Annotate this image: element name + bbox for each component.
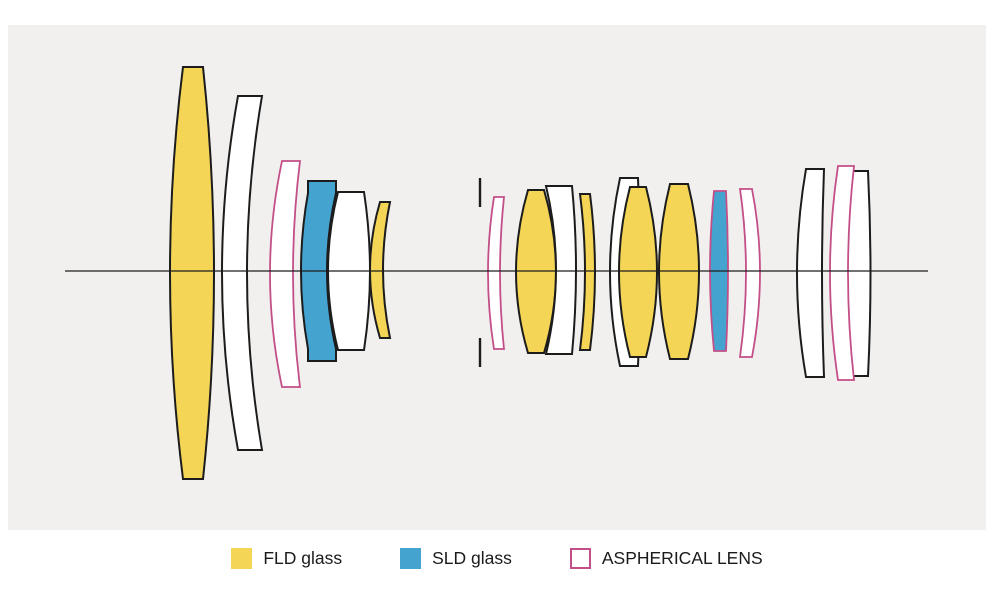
lens-element-12 xyxy=(618,186,658,358)
lens-element-17 xyxy=(829,165,856,381)
legend: FLD glass SLD glass ASPHERICAL LENS xyxy=(0,548,994,569)
lens-element-2 xyxy=(221,95,264,451)
lens-element-10 xyxy=(578,193,596,351)
fld-glass-swatch xyxy=(231,548,253,569)
lens-element-1 xyxy=(169,66,215,480)
lens-element-3 xyxy=(269,160,302,388)
legend-item-fld: FLD glass xyxy=(231,548,342,569)
sld-glass-swatch xyxy=(400,548,422,569)
lens-element-6 xyxy=(369,201,392,339)
lens-element-16 xyxy=(796,168,826,378)
lens-element-9 xyxy=(544,185,577,355)
legend-item-aspherical: ASPHERICAL LENS xyxy=(569,548,763,569)
lens-element-15 xyxy=(738,188,761,358)
aspherical-lens-label: ASPHERICAL LENS xyxy=(601,548,763,568)
sld-glass-label: SLD glass xyxy=(432,548,512,568)
aspherical-lens-swatch xyxy=(569,548,591,569)
fld-glass-label: FLD glass xyxy=(263,548,343,568)
legend-item-sld: SLD glass xyxy=(400,548,512,569)
lens-element-7 xyxy=(487,196,505,350)
